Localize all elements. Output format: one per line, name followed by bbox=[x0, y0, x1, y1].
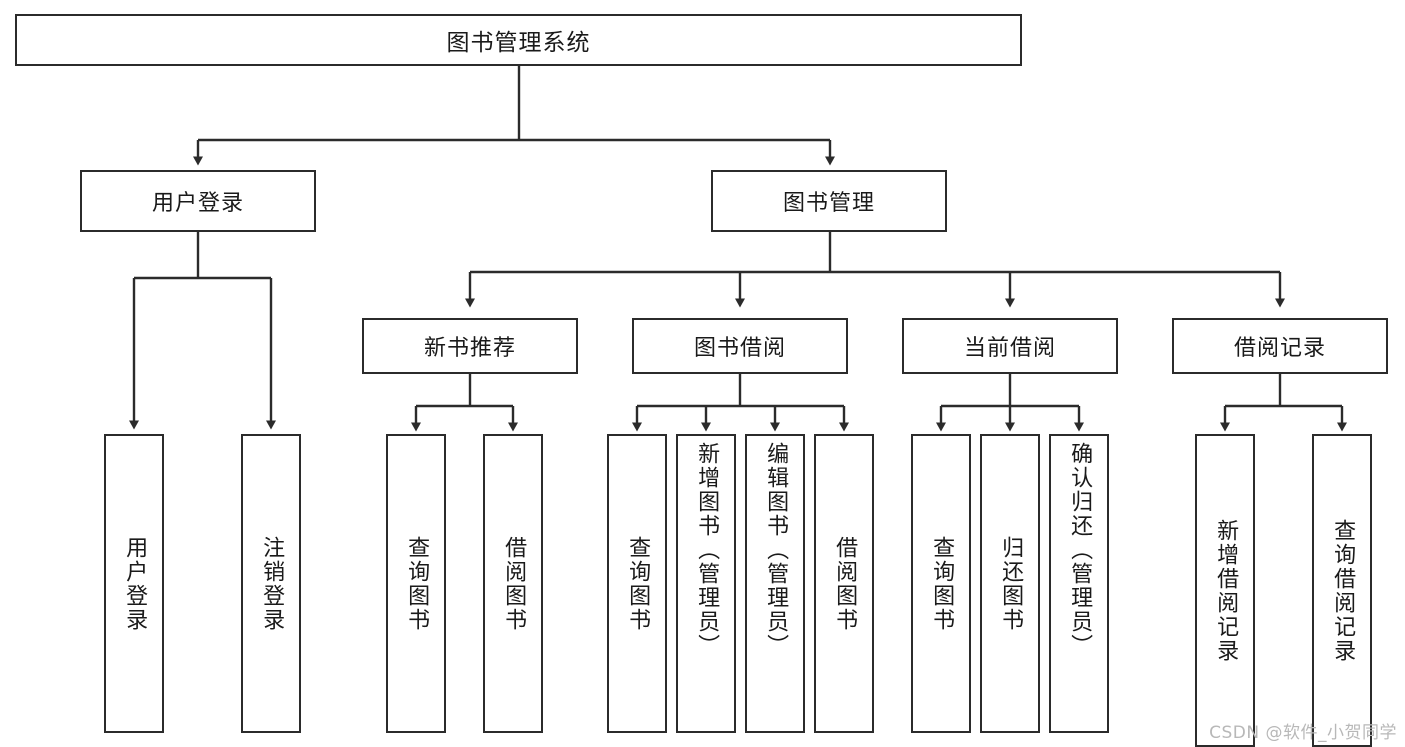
node-label: 借阅图书 bbox=[501, 535, 527, 632]
node-root-book-management-system[interactable]: 图书管理系统 bbox=[15, 14, 1022, 66]
node-label: 注销登录 bbox=[259, 535, 285, 632]
leaf-user-login-logout[interactable]: 注销登录 bbox=[241, 434, 301, 733]
node-label: 当前借阅 bbox=[963, 336, 1056, 361]
leaf-label-wrap: 查询图书 bbox=[913, 436, 969, 731]
node-current-borrow[interactable]: 当前借阅 bbox=[902, 318, 1118, 374]
node-label: 新增图书（管理员） bbox=[694, 442, 720, 658]
leaf-label-wrap: 编辑图书（管理员） bbox=[747, 436, 803, 731]
leaf-book-borrow-add-book-admin[interactable]: 新增图书（管理员） bbox=[676, 434, 736, 733]
leaf-label-wrap: 新增借阅记录 bbox=[1197, 436, 1253, 745]
node-label: 新增借阅记录 bbox=[1213, 518, 1239, 663]
leaf-label-wrap: 借阅图书 bbox=[485, 436, 541, 731]
node-label: 确认归还（管理员） bbox=[1067, 442, 1093, 658]
leaf-label-wrap: 查询图书 bbox=[388, 436, 444, 731]
leaf-new-book-borrow-books[interactable]: 借阅图书 bbox=[483, 434, 543, 733]
leaf-label-wrap: 借阅图书 bbox=[816, 436, 872, 731]
node-borrow-records[interactable]: 借阅记录 bbox=[1172, 318, 1388, 374]
leaf-label-wrap: 用户登录 bbox=[106, 436, 162, 731]
node-book-management[interactable]: 图书管理 bbox=[711, 170, 947, 232]
leaf-current-borrow-query-books[interactable]: 查询图书 bbox=[911, 434, 971, 733]
leaf-borrow-records-query-record[interactable]: 查询借阅记录 bbox=[1312, 434, 1372, 747]
node-label: 图书借阅 bbox=[693, 336, 786, 361]
leaf-label-wrap: 查询图书 bbox=[609, 436, 665, 731]
node-label: 查询图书 bbox=[625, 535, 651, 632]
node-label: 编辑图书（管理员） bbox=[763, 442, 789, 658]
node-user-login[interactable]: 用户登录 bbox=[80, 170, 316, 232]
node-label: 用户登录 bbox=[122, 535, 148, 632]
node-label: 借阅图书 bbox=[832, 535, 858, 632]
node-label: 用户登录 bbox=[151, 191, 244, 216]
node-label: 查询借阅记录 bbox=[1330, 518, 1356, 663]
leaf-book-borrow-edit-book-admin[interactable]: 编辑图书（管理员） bbox=[745, 434, 805, 733]
node-label: 查询图书 bbox=[929, 535, 955, 632]
leaf-book-borrow-borrow-books[interactable]: 借阅图书 bbox=[814, 434, 874, 733]
leaf-label-wrap: 新增图书（管理员） bbox=[678, 436, 734, 731]
leaf-current-borrow-return-books[interactable]: 归还图书 bbox=[980, 434, 1040, 733]
node-label: 查询图书 bbox=[404, 535, 430, 632]
leaf-current-borrow-confirm-return-admin[interactable]: 确认归还（管理员） bbox=[1049, 434, 1109, 733]
node-label: 图书管理 bbox=[782, 191, 875, 216]
leaf-book-borrow-query-books[interactable]: 查询图书 bbox=[607, 434, 667, 733]
node-label: 归还图书 bbox=[998, 535, 1024, 632]
node-new-book-recommend[interactable]: 新书推荐 bbox=[362, 318, 578, 374]
node-label: 图书管理系统 bbox=[446, 30, 591, 56]
leaf-borrow-records-add-record[interactable]: 新增借阅记录 bbox=[1195, 434, 1255, 747]
leaf-label-wrap: 确认归还（管理员） bbox=[1051, 436, 1107, 731]
leaf-user-login-login[interactable]: 用户登录 bbox=[104, 434, 164, 733]
leaf-new-book-query-books[interactable]: 查询图书 bbox=[386, 434, 446, 733]
leaf-label-wrap: 注销登录 bbox=[243, 436, 299, 731]
watermark-text: CSDN @软件_小贺同学 bbox=[1209, 723, 1397, 743]
leaf-label-wrap: 查询借阅记录 bbox=[1314, 436, 1370, 745]
leaf-label-wrap: 归还图书 bbox=[982, 436, 1038, 731]
node-book-borrow[interactable]: 图书借阅 bbox=[632, 318, 848, 374]
node-label: 借阅记录 bbox=[1233, 336, 1326, 361]
node-label: 新书推荐 bbox=[423, 336, 516, 361]
